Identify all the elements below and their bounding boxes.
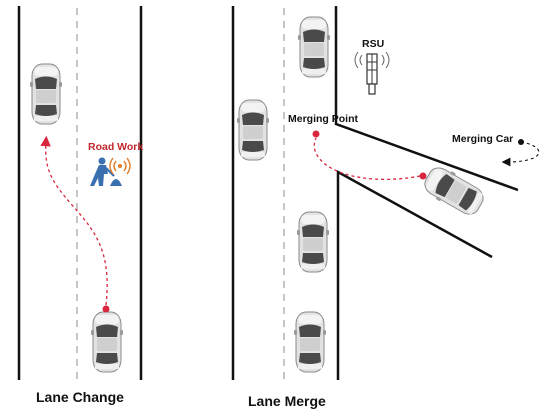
- ego-start-dot: [102, 305, 110, 313]
- main-road-right-edge-upper: [334, 6, 519, 192]
- merging-car-icon: [419, 161, 489, 221]
- car-icon: [236, 99, 270, 161]
- merging-car-label: Merging Car: [452, 133, 513, 145]
- merging-car-approach: [501, 141, 540, 167]
- car-icon: [296, 211, 330, 273]
- merging-point-label: Merging Point: [288, 113, 358, 125]
- lane-merge-caption: Lane Merge: [248, 393, 326, 409]
- lane-change-caption: Lane Change: [36, 389, 124, 405]
- car-icon: [29, 63, 63, 125]
- lane-merge-scene: RSU Merging Point Merging Car Lane Merge: [231, 6, 540, 409]
- car-icon: [293, 311, 327, 373]
- merge-trajectory: [313, 137, 421, 181]
- car-icon: [90, 311, 124, 373]
- merging-point-dot: [312, 130, 320, 138]
- lane-change-scene: Road Work Lane Change: [17, 6, 143, 405]
- merging-car-dot: [419, 172, 427, 180]
- road-work-label: Road Work: [88, 141, 143, 153]
- rsu-label: RSU: [362, 38, 384, 50]
- road-work-worker-icon: [90, 157, 131, 186]
- main-road-right-edge-lower: [336, 169, 493, 380]
- rsu-antenna-icon: [354, 51, 390, 95]
- lane-change-trajectory: [40, 135, 108, 306]
- car-icon: [297, 16, 331, 78]
